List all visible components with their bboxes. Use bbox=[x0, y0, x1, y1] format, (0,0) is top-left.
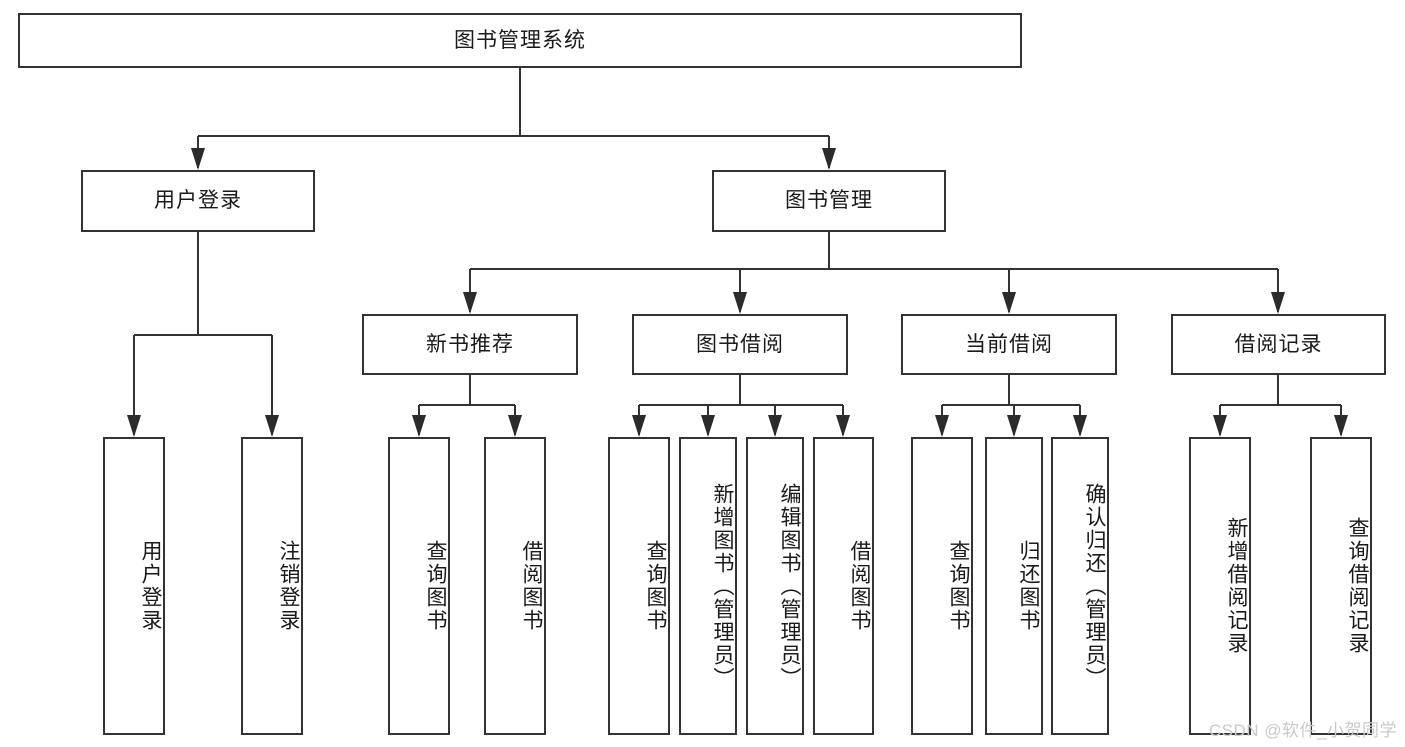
node-root[interactable]: 图书管理系统 bbox=[18, 13, 1022, 68]
node-label: 确认归还（管理员） bbox=[1083, 482, 1106, 690]
node-l-borrow-book-1[interactable]: 借阅图书 bbox=[484, 437, 546, 735]
node-l-user-login[interactable]: 用户登录 bbox=[103, 437, 165, 735]
node-label: 图书管理系统 bbox=[454, 28, 586, 52]
node-n-borrow-record[interactable]: 借阅记录 bbox=[1171, 314, 1386, 375]
node-l-query-book-3[interactable]: 查询图书 bbox=[911, 437, 973, 735]
node-label: 编辑图书（管理员） bbox=[778, 482, 801, 690]
node-l-borrow-book-2[interactable]: 借阅图书 bbox=[813, 437, 874, 735]
node-n-book-borrow[interactable]: 图书借阅 bbox=[632, 314, 848, 375]
node-label: 借阅图书 bbox=[848, 540, 871, 632]
node-label: 用户登录 bbox=[154, 189, 242, 213]
node-l-edit-book[interactable]: 编辑图书（管理员） bbox=[746, 437, 804, 735]
node-n-user-login[interactable]: 用户登录 bbox=[81, 170, 315, 232]
node-n-new-book-rec[interactable]: 新书推荐 bbox=[362, 314, 578, 375]
node-label: 借阅图书 bbox=[520, 540, 543, 632]
node-l-add-record[interactable]: 新增借阅记录 bbox=[1189, 437, 1251, 735]
node-label: 查询借阅记录 bbox=[1346, 517, 1369, 655]
node-label: 借阅记录 bbox=[1234, 332, 1323, 356]
node-l-add-book[interactable]: 新增图书（管理员） bbox=[679, 437, 737, 735]
node-n-book-manage[interactable]: 图书管理 bbox=[712, 170, 946, 232]
node-n-current-borrow[interactable]: 当前借阅 bbox=[901, 314, 1117, 375]
node-label: 图书管理 bbox=[785, 189, 873, 213]
node-label: 图书借阅 bbox=[696, 332, 784, 356]
node-l-confirm-return[interactable]: 确认归还（管理员） bbox=[1051, 437, 1109, 735]
node-label: 归还图书 bbox=[1017, 540, 1040, 632]
node-l-query-record[interactable]: 查询借阅记录 bbox=[1310, 437, 1372, 735]
node-l-return-book[interactable]: 归还图书 bbox=[985, 437, 1043, 735]
node-label: 查询图书 bbox=[947, 540, 970, 632]
node-label: 新书推荐 bbox=[426, 332, 514, 356]
watermark: CSDN @软件_小贺同学 bbox=[1208, 721, 1397, 740]
node-label: 新增图书（管理员） bbox=[711, 482, 734, 690]
node-label: 当前借阅 bbox=[965, 332, 1053, 356]
node-label: 查询图书 bbox=[424, 540, 447, 632]
node-label: 查询图书 bbox=[644, 540, 667, 632]
node-label: 注销登录 bbox=[277, 540, 300, 632]
node-l-query-book-1[interactable]: 查询图书 bbox=[388, 437, 450, 735]
node-l-query-book-2[interactable]: 查询图书 bbox=[608, 437, 670, 735]
node-label: 新增借阅记录 bbox=[1225, 517, 1248, 655]
node-label: 用户登录 bbox=[139, 540, 162, 632]
node-l-logout[interactable]: 注销登录 bbox=[241, 437, 303, 735]
